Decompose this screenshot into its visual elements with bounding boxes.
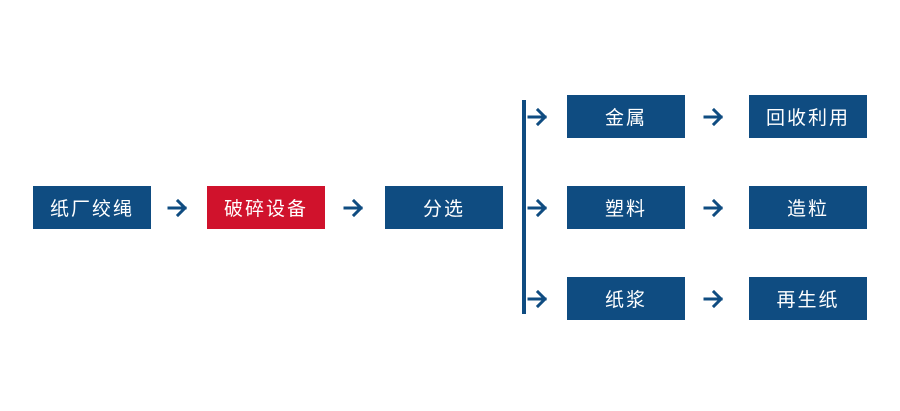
arrow-right-icon [343, 198, 364, 218]
node-sorting: 分选 [385, 186, 503, 229]
arrow-right-icon [527, 107, 548, 127]
node-outcome-label: 再生纸 [776, 289, 840, 311]
arrow-right-icon [527, 289, 548, 309]
arrow-right-icon [703, 198, 724, 218]
node-material-label: 纸浆 [604, 289, 647, 311]
branch-splitter-line [522, 100, 526, 314]
node-outcome-pellet: 造粒 [749, 186, 867, 229]
node-sorting-label: 分选 [422, 198, 465, 220]
arrow-right-icon [703, 289, 724, 309]
node-source-label: 纸厂绞绳 [49, 198, 134, 220]
node-outcome-label: 造粒 [786, 198, 829, 220]
node-material-label: 塑料 [604, 198, 647, 220]
node-equipment: 破碎设备 [207, 186, 325, 229]
arrow-right-icon [703, 107, 724, 127]
node-material-metal: 金属 [567, 95, 685, 138]
node-outcome-recycle: 回收利用 [749, 95, 867, 138]
node-material-pulp: 纸浆 [567, 277, 685, 320]
arrow-right-icon [167, 198, 188, 218]
node-source: 纸厂绞绳 [33, 186, 151, 229]
node-outcome-recycled-paper: 再生纸 [749, 277, 867, 320]
node-material-label: 金属 [604, 107, 647, 129]
node-material-plastic: 塑料 [567, 186, 685, 229]
arrow-right-icon [527, 198, 548, 218]
node-equipment-label: 破碎设备 [223, 198, 308, 220]
node-outcome-label: 回收利用 [765, 107, 850, 129]
